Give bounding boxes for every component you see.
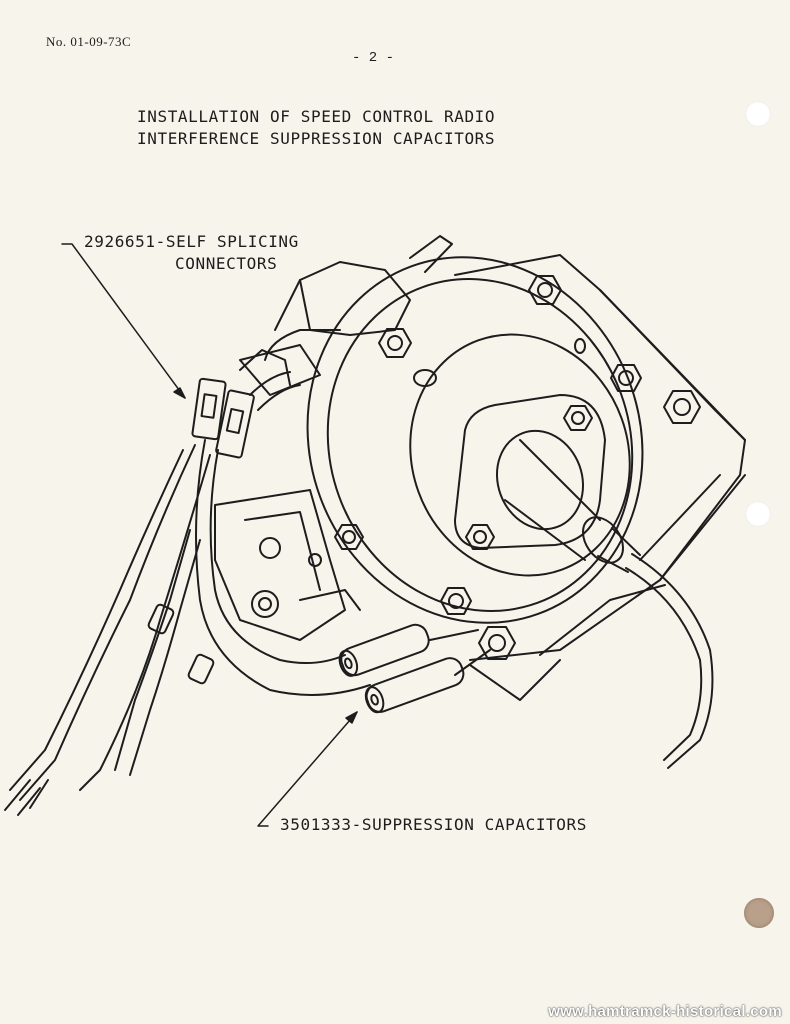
cable-outlet-hub	[495, 429, 714, 769]
site-watermark: www.hamtramck-historical.com	[548, 1003, 782, 1020]
page-number: - 2 -	[351, 50, 394, 66]
rear-housing	[214, 235, 453, 641]
title-line-1: INSTALLATION OF SPEED CONTROL RADIO	[137, 107, 496, 126]
document-number: No. 01-09-73C	[46, 34, 132, 49]
connectors-callout-line-1: 2926651-SELF SPLICING	[84, 232, 299, 251]
mounting-plate	[306, 256, 644, 624]
binder-hole-bottom	[744, 898, 774, 928]
self-splicing-connectors	[191, 349, 301, 459]
title-line-2: INTERFERENCE SUPPRESSION CAPACITORS	[137, 129, 496, 148]
callout-leaders	[61, 243, 358, 827]
wiring-harness	[4, 439, 371, 816]
binder-hole-middle	[745, 501, 771, 527]
binder-hole-top	[745, 101, 771, 127]
connectors-callout-line-2: CONNECTORS	[175, 254, 278, 273]
mounting-nuts	[334, 275, 701, 660]
capacitors-callout: 3501333-SUPPRESSION CAPACITORS	[280, 815, 587, 834]
page-title: INSTALLATION OF SPEED CONTROL RADIO INTE…	[137, 106, 637, 150]
servo-housing	[454, 254, 746, 701]
suppression-capacitors	[338, 623, 491, 714]
connectors-callout: 2926651-SELF SPLICING CONNECTORS	[84, 231, 299, 275]
